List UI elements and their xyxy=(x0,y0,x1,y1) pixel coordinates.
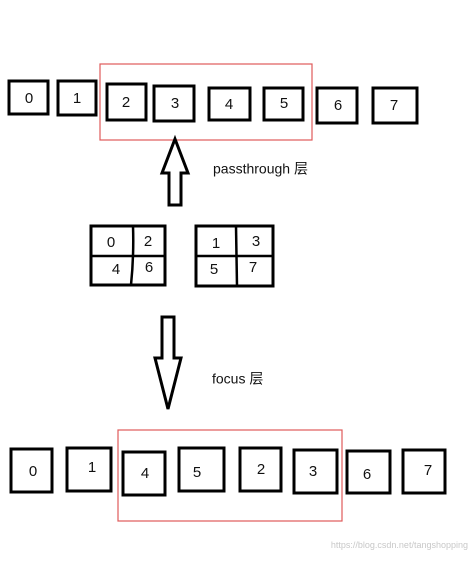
top-cell-label: 2 xyxy=(122,94,130,111)
grid-right: 1 3 5 7 xyxy=(194,224,275,288)
focus-label: focus 层 xyxy=(212,371,263,387)
grid-left-cell: 6 xyxy=(145,259,153,276)
top-row: 0 1 2 3 4 5 6 7 xyxy=(7,63,419,141)
bottom-cell: 0 xyxy=(9,447,54,494)
top-cell-label: 5 xyxy=(280,95,288,112)
bottom-cell: 5 xyxy=(177,446,226,493)
bottom-cell: 3 xyxy=(292,448,339,495)
bottom-cell-label: 3 xyxy=(309,463,317,480)
top-cell-label: 0 xyxy=(25,90,33,107)
bottom-cell-label: 0 xyxy=(29,463,37,480)
top-cell: 6 xyxy=(315,86,359,125)
top-cell: 5 xyxy=(262,86,305,122)
bottom-cell-label: 4 xyxy=(141,465,149,482)
grid-left-cell: 2 xyxy=(144,233,152,250)
bottom-cell: 2 xyxy=(238,446,283,493)
down-arrow xyxy=(153,315,183,410)
top-highlight-frame xyxy=(99,63,313,141)
top-cell-label: 3 xyxy=(171,95,179,112)
up-arrow xyxy=(159,134,191,207)
grid-left: 0 2 4 6 xyxy=(89,224,167,287)
bottom-cell: 6 xyxy=(345,449,392,495)
top-cell-label: 6 xyxy=(334,97,342,114)
grid-right-cell: 5 xyxy=(210,261,218,278)
top-cell: 1 xyxy=(56,79,98,117)
bottom-cell: 4 xyxy=(121,450,167,497)
top-cell-label: 7 xyxy=(390,97,398,114)
top-cell: 4 xyxy=(207,86,252,122)
bottom-cell: 1 xyxy=(65,446,113,493)
top-cell: 7 xyxy=(371,86,419,125)
top-cell: 0 xyxy=(7,79,50,116)
bottom-cell-label: 7 xyxy=(424,462,432,479)
grid-right-cell: 3 xyxy=(252,233,260,250)
bottom-highlight-frame xyxy=(117,429,343,522)
bottom-cell-label: 6 xyxy=(363,466,371,483)
bottom-cell: 7 xyxy=(401,448,447,495)
top-cell-label: 1 xyxy=(73,90,81,107)
passthrough-label: passthrough 层 xyxy=(213,161,308,177)
bottom-cell-label: 2 xyxy=(257,461,265,478)
top-cell-label: 4 xyxy=(225,96,233,113)
watermark: https://blog.csdn.net/tangshopping xyxy=(331,540,468,550)
bottom-cell-label: 5 xyxy=(193,464,201,481)
top-cell: 3 xyxy=(152,84,196,123)
top-cell: 2 xyxy=(105,82,148,122)
grid-right-cell: 7 xyxy=(249,259,257,276)
grid-left-cell: 0 xyxy=(107,234,115,251)
grid-left-cell: 4 xyxy=(112,261,120,278)
bottom-row: 0 1 4 5 2 3 6 7 xyxy=(9,429,447,522)
bottom-cell-label: 1 xyxy=(88,459,96,476)
grid-right-cell: 1 xyxy=(212,235,220,252)
